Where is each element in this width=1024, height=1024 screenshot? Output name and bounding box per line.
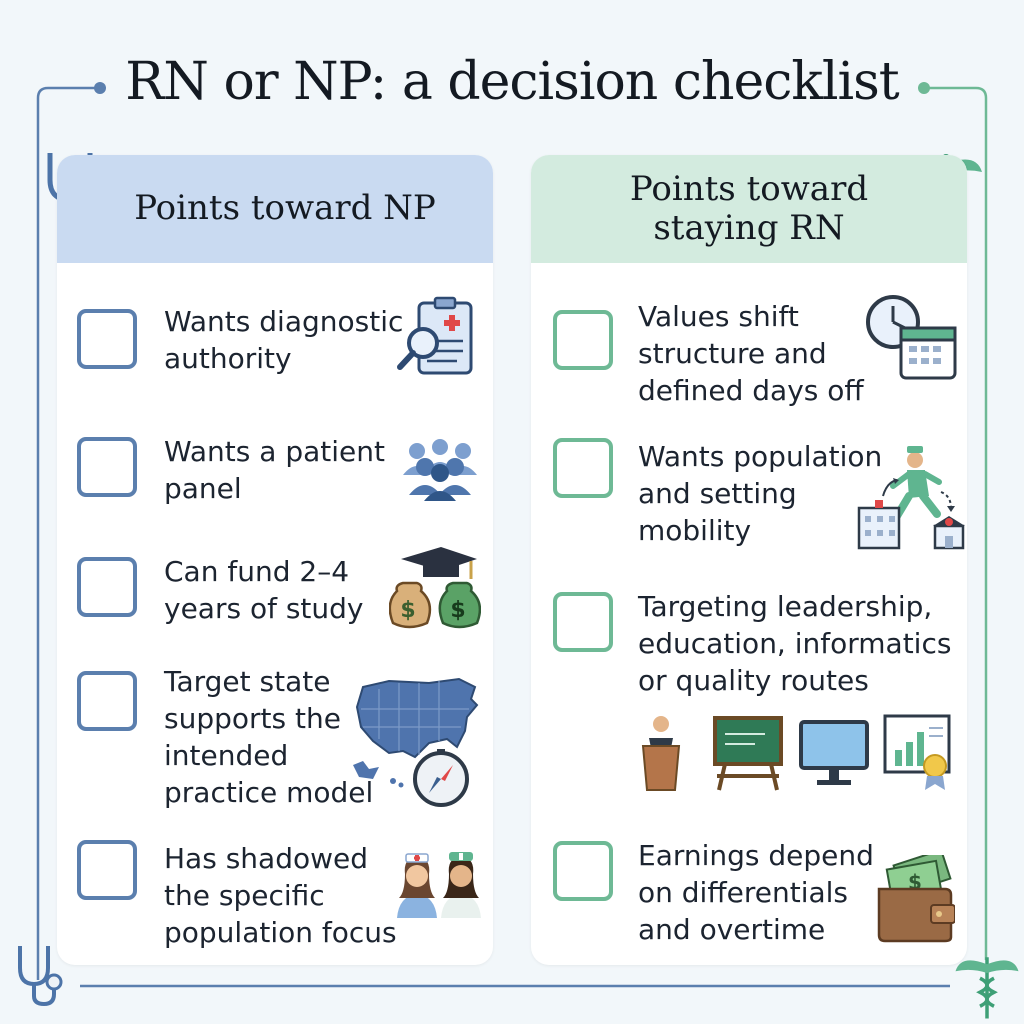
item-label: Earnings depend on differentials and ove… xyxy=(638,839,874,946)
item-label: Targeting leadership, education, informa… xyxy=(638,590,952,697)
svg-text:$: $ xyxy=(450,598,465,623)
clock-calendar-icon xyxy=(866,295,957,380)
nurses-icon xyxy=(397,852,481,918)
checkbox[interactable] xyxy=(553,592,613,652)
item-label: Wants population and setting mobility xyxy=(638,440,883,547)
np-column: Points toward NP Wants diagnostic author… xyxy=(57,155,493,965)
clipboard-magnifier-icon xyxy=(397,296,473,375)
graduation-money-icon: $ $ xyxy=(389,547,481,629)
checkbox[interactable] xyxy=(77,557,137,617)
svg-text:$: $ xyxy=(400,598,415,623)
checkbox[interactable] xyxy=(77,309,137,369)
nurse-moving-icon xyxy=(857,446,965,550)
rn-column: Points toward staying RN Values shift st… xyxy=(531,155,967,965)
item-label: Can fund 2–4 years of study xyxy=(164,555,364,625)
checkbox[interactable] xyxy=(553,310,613,370)
page-title: RN or NP: a decision checklist xyxy=(125,52,899,112)
checkbox[interactable] xyxy=(553,438,613,498)
item-label: Wants a patient panel xyxy=(164,435,385,505)
stethoscope-icon xyxy=(18,946,63,1007)
checkbox[interactable] xyxy=(77,437,137,497)
career-routes-icon xyxy=(641,714,951,791)
patient-group-icon xyxy=(403,439,477,501)
checkbox[interactable] xyxy=(553,841,613,901)
item-label: Wants diagnostic authority xyxy=(164,305,404,375)
rn-column-heading: Points toward staying RN xyxy=(531,155,967,263)
us-map-compass-icon xyxy=(353,677,479,807)
caduceus-icon xyxy=(955,957,1019,1019)
np-column-heading: Points toward NP xyxy=(57,155,493,263)
item-label: Target state supports the intended pract… xyxy=(164,665,374,809)
item-label: Has shadowed the specific population foc… xyxy=(164,842,397,949)
checkbox[interactable] xyxy=(77,671,137,731)
item-label: Values shift structure and defined days … xyxy=(638,300,864,407)
checkbox[interactable] xyxy=(77,840,137,900)
wallet-money-icon: $ xyxy=(877,855,955,943)
